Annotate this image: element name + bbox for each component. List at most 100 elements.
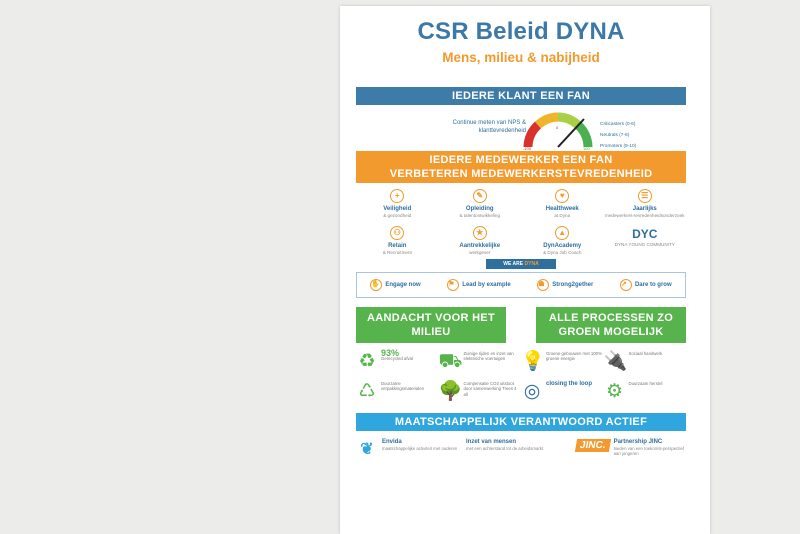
- label-text: Engage now: [385, 282, 421, 288]
- label-text: met een achterstand tot de arbeidsmarkt: [466, 446, 544, 451]
- dyc-logo: DYC: [632, 227, 658, 241]
- label-text: & talentontwikkeling: [459, 213, 501, 218]
- employee-bar-line2: VERBETEREN MEDEWERKERSTEVREDENHEID: [389, 168, 653, 180]
- value-strong2gether: ☗Strong2gether: [537, 279, 593, 291]
- label-text: & Dyna Job Coach: [543, 250, 582, 255]
- label-text: Sociaal handwerk: [628, 351, 663, 356]
- legend-criticasters: Criticasters (0-6): [600, 122, 636, 127]
- page-subtitle: Mens, milieu & nabijheid: [442, 50, 600, 65]
- eco-packaging: ♺ Duurzame verpakkingsmaterialen: [356, 381, 439, 403]
- survey-icon: ☰: [637, 189, 652, 203]
- csr-poster: CSR Beleid DYNA Mens, milieu & nabijheid…: [340, 6, 710, 534]
- label-text: Duurzame verpakkingsmaterialen: [381, 381, 424, 392]
- label-text: Healthweek: [545, 206, 579, 212]
- recycle-percentage: 93%: [381, 348, 400, 358]
- page-title: CSR Beleid DYNA: [417, 18, 625, 45]
- nps-section: Continue meten van NPS & klanttevredenhe…: [356, 105, 686, 151]
- environment-bar: AANDACHT VOOR HET MILIEU: [356, 307, 506, 343]
- label-text: Retain: [388, 243, 407, 249]
- item-opleiding: ✎ Opleiding& talentontwikkeling: [439, 189, 522, 219]
- care-hands-icon: ❦: [360, 441, 374, 458]
- legend-neutrals: Neutrals (7-8): [600, 133, 630, 138]
- nps-text: Continue meten van NPS & klanttevredenhe…: [452, 120, 526, 134]
- plug-icon: 🔌: [603, 351, 628, 372]
- legend-promoters: Promoters (9-10): [600, 144, 637, 149]
- safety-icon: +: [390, 189, 405, 203]
- value-engage-now: ✋Engage now: [370, 279, 421, 291]
- eco-vehicles: ⛟Zuinige rijden en inzet van elektrische…: [439, 351, 522, 373]
- gauge-label-min: -100: [523, 146, 532, 151]
- gauge-label-mid: 0: [556, 125, 559, 130]
- label-text: Duurzaam herstel: [628, 381, 663, 386]
- eco-social: 🔌Sociaal handwerk: [604, 351, 687, 373]
- dyc-sub: DYNA YOUNG COMMUNITY: [614, 242, 675, 247]
- label-text: Aantrekkelijke: [459, 243, 501, 249]
- nps-legend: Criticasters (0-6) Neutrals (7-8) Promot…: [600, 119, 636, 152]
- eco-closing-loop: ◎ closing the loop: [521, 381, 604, 403]
- eco-repair: ⚙ Duurzaam herstel: [604, 381, 687, 403]
- we-are-dyna-badge: WE ARE DYNA: [486, 259, 556, 269]
- truck-icon: ⛟: [438, 351, 463, 372]
- label-text: DynAcademy: [543, 243, 582, 249]
- label-text: bieden van een toekomst-perspectief aan …: [613, 446, 685, 457]
- jinc-logo: JINC.: [574, 439, 611, 452]
- tree-icon: 🌳: [438, 381, 463, 402]
- employee-bar: IEDERE MEDEWERKER EEN FAN VERBETEREN MED…: [356, 151, 686, 183]
- label-text: at Dyna: [554, 213, 571, 218]
- label-text: Groene gebouwen met 100% groene energie: [546, 351, 602, 362]
- recruitment-icon: ⚇: [390, 226, 405, 240]
- label-text: closing the loop: [546, 381, 592, 387]
- label-text: & Recruitment: [382, 250, 412, 255]
- team-icon: ☗: [537, 279, 550, 291]
- value-dare-to-grow: ↗Dare to grow: [619, 279, 672, 291]
- employee-bar-line1: IEDERE MEDEWERKER EEN FAN: [429, 154, 613, 166]
- label-text: Strong2gether: [552, 282, 594, 288]
- values-row: ✋Engage now ⚑Lead by example ☗Strong2get…: [356, 272, 686, 298]
- value-lead-by-example: ⚑Lead by example: [447, 279, 511, 291]
- fan-bar: IEDERE KLANT EEN FAN: [356, 87, 686, 105]
- label-text: Compensatie CO2 uitstoot door samenwerki…: [463, 381, 517, 397]
- label-text: Inzet van mensen: [466, 439, 517, 445]
- label-text: Gerecycled afval: [381, 356, 414, 362]
- box-recycle-icon: ♺: [358, 381, 376, 402]
- eco-buildings: 💡Groene gebouwen met 100% groene energie: [521, 351, 604, 373]
- label-text: Dare to grow: [634, 282, 672, 288]
- hand-icon: ✋: [370, 279, 383, 291]
- label-text: Jaarlijks: [632, 206, 657, 212]
- eco-recycled: ♻93%Gerecycled afval: [356, 348, 439, 373]
- green-headers: AANDACHT VOOR HET MILIEU ALLE PROCESSEN …: [356, 307, 686, 343]
- label-text: Envida: [382, 439, 402, 445]
- eco-grid: ♻93%Gerecycled afval ⛟Zuinige rijden en …: [356, 348, 687, 403]
- education-icon: ✎: [472, 189, 487, 203]
- label-text: & gezondheid: [383, 213, 412, 218]
- growth-icon: ↗: [619, 279, 632, 291]
- label-text: Partnership JINC: [613, 439, 663, 445]
- mvo-bar: MAATSCHAPPELIJK VERANTWOORD ACTIEF: [356, 413, 686, 431]
- gauge-label-max: 100: [583, 146, 590, 151]
- gears-icon: ⚙: [605, 381, 624, 402]
- label-text: Opleiding: [465, 206, 494, 212]
- label-text: Veiligheid: [383, 206, 412, 212]
- label-text: Lead by example: [462, 282, 511, 288]
- label-text: Zuinige rijden en inzet van elektrische …: [463, 351, 514, 362]
- loop-icon: ◎: [523, 381, 541, 402]
- eco-co2: 🌳Compensatie CO2 uitstoot door samenwerk…: [439, 381, 522, 403]
- label-text: werkgever: [469, 250, 491, 255]
- flag-icon: ⚑: [447, 279, 460, 291]
- nps-gauge-icon: -100 0 100: [523, 112, 593, 151]
- item-dynacademy: ▲ DynAcademy& Dyna Job Coach: [521, 226, 604, 256]
- academy-icon: ▲: [555, 226, 570, 240]
- green-process-bar: ALLE PROCESSEN ZO GROEN MOGELIJK: [536, 307, 686, 343]
- health-icon: ♥: [555, 189, 570, 203]
- label-text: maatschappelijke activiteit met ouderen: [382, 446, 458, 451]
- item-retain: ⚇ Retain& Recruitment: [356, 226, 439, 256]
- lightbulb-icon: 💡: [521, 351, 545, 372]
